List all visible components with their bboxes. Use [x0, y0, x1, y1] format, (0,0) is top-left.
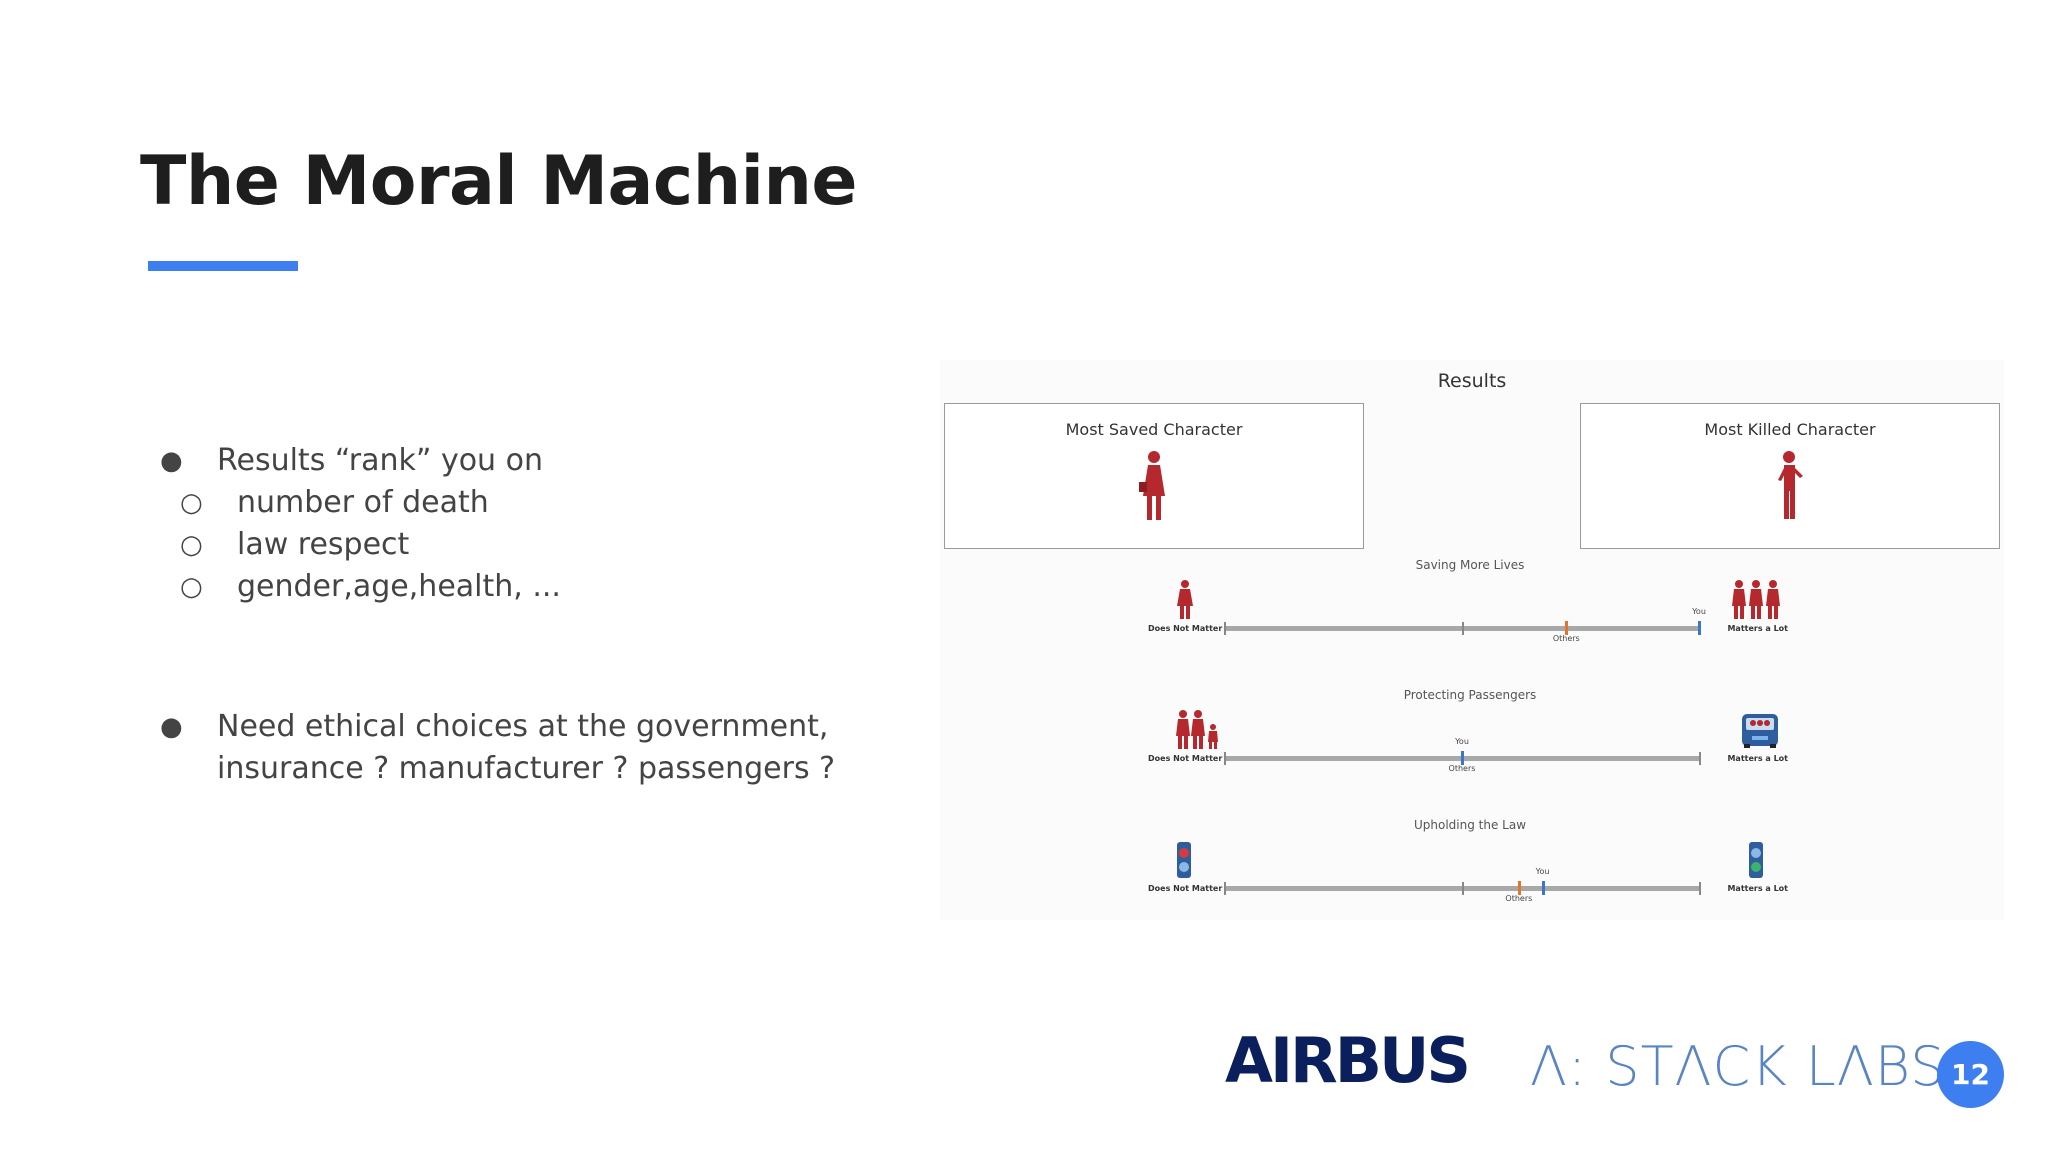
scale-upholding-the-law: Upholding the Law Does Not Matter You Ot… [1140, 818, 1800, 918]
others-label: Others [1448, 764, 1476, 773]
title-underline [148, 261, 298, 271]
scale-track: You Others [1224, 737, 1701, 773]
you-marker [1698, 621, 1701, 635]
results-panel: Results Most Saved Character Most Killed… [940, 360, 2004, 920]
results-title: Results [1437, 370, 1507, 392]
pedestrians-icon [1176, 710, 1218, 749]
bullet-ring-icon: ○ [180, 488, 203, 518]
you-label: You [1455, 737, 1469, 746]
you-marker [1541, 881, 1545, 895]
red-traffic-light-icon [1177, 842, 1191, 878]
scale-title: Protecting Passengers [1403, 688, 1537, 702]
car-passengers-icon [1742, 714, 1778, 748]
you-label: You [1535, 867, 1550, 876]
scale-protecting-passengers: Protecting Passengers Does Not Matter Yo… [1140, 688, 1800, 788]
scale-track: You Others [1224, 607, 1706, 643]
bullet-text: Need ethical choices at the government, [217, 709, 829, 744]
others-label: Others [1505, 894, 1533, 903]
group-of-people-icon [1732, 580, 1780, 619]
page-number-badge: 12 [1937, 1041, 2004, 1108]
woman-character-icon [1139, 451, 1165, 520]
scale-title: Saving More Lives [1415, 558, 1525, 572]
most-saved-box: Most Saved Character [944, 403, 1364, 549]
scale-right-label: Matters a Lot [1727, 884, 1788, 893]
bullet-text: Results “rank” you on [217, 443, 543, 478]
bullet-item: ● Results “rank” you on [160, 440, 840, 482]
most-saved-title: Most Saved Character [1065, 420, 1243, 439]
bullet-dot-icon: ● [160, 712, 183, 742]
airbus-logo: AIRBUS [1225, 1024, 1471, 1097]
scale-right-label: Matters a Lot [1727, 624, 1788, 633]
you-label: You [1692, 607, 1706, 616]
sub-bullet-item: ○ number of death [103, 482, 840, 524]
slide-title: The Moral Machine [140, 142, 858, 221]
scale-left-label: Does Not Matter [1148, 624, 1223, 633]
sub-bullet-text: gender,age,health, ... [237, 569, 561, 604]
sub-bullet-list: ○ number of death ○ law respect ○ gender,ag… [160, 482, 840, 608]
bullet-list: ● Results “rank” you on ○ number of death… [160, 440, 840, 790]
sub-bullet-item: ○ law respect [103, 524, 840, 566]
scale-saving-more-lives: Saving More Lives Does Not Matter You Ot… [1140, 558, 1800, 658]
sub-bullet-text: law respect [237, 527, 410, 562]
bullet-dot-icon: ● [160, 446, 183, 476]
most-killed-title: Most Killed Character [1704, 420, 1876, 439]
sub-bullet-text: number of death [237, 485, 489, 520]
scale-title: Upholding the Law [1413, 818, 1527, 832]
bullet-text: insurance ? manufacturer ? passengers ? [217, 751, 836, 786]
most-killed-box: Most Killed Character [1580, 403, 2000, 549]
sub-bullet-item: ○ gender,age,health, ... [103, 566, 840, 608]
scale-left-label: Does Not Matter [1148, 884, 1223, 893]
bullet-ring-icon: ○ [180, 572, 203, 602]
scale-right-label: Matters a Lot [1727, 754, 1788, 763]
others-marker [1517, 881, 1521, 895]
runner-character-icon [1778, 451, 1803, 519]
single-person-icon [1177, 580, 1193, 619]
stack-labs-logo: Λ: STΛCK LΛBS [1530, 1035, 1946, 1098]
green-traffic-light-icon [1749, 842, 1763, 878]
you-marker [1461, 751, 1464, 765]
others-label: Others [1552, 634, 1580, 643]
others-marker [1565, 621, 1569, 635]
bullet-item: ● Need ethical choices at the government… [160, 706, 840, 790]
scale-left-label: Does Not Matter [1148, 754, 1223, 763]
bullet-ring-icon: ○ [180, 530, 203, 560]
scale-track: You Others [1224, 867, 1701, 903]
